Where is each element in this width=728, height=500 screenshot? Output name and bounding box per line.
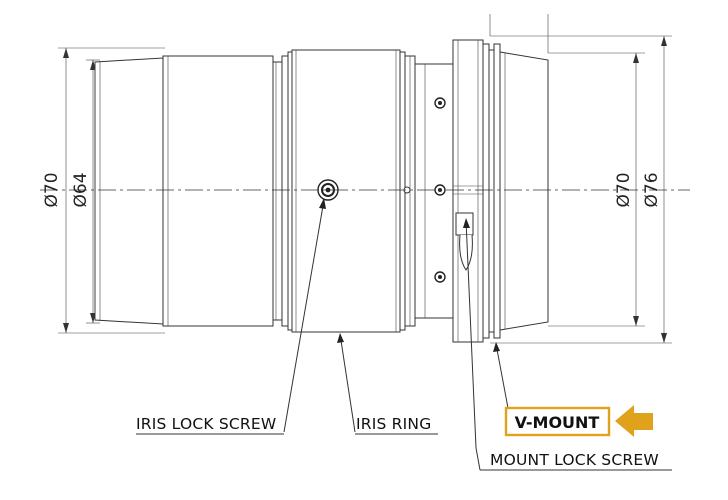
right-dimension-lines bbox=[489, 14, 672, 344]
leader-lines bbox=[283, 198, 672, 471]
label-iris-lock-screw: IRIS LOCK SCREW bbox=[136, 415, 276, 433]
label-v-mount: V-MOUNT bbox=[515, 413, 600, 432]
lens-body bbox=[94, 39, 549, 343]
dim-right-inner: Ø70 bbox=[614, 172, 634, 207]
label-mount-lock-screw: MOUNT LOCK SCREW bbox=[490, 451, 659, 469]
iris-lock-screw-detail bbox=[317, 179, 339, 201]
dim-left-outer: Ø70 bbox=[42, 172, 62, 207]
arrow-left-icon bbox=[615, 405, 653, 437]
label-iris-ring: IRIS RING bbox=[356, 415, 431, 433]
dim-right-outer: Ø76 bbox=[642, 172, 662, 207]
body-screws bbox=[403, 97, 446, 283]
dim-left-inner: Ø64 bbox=[71, 172, 91, 207]
v-mount-badge: V-MOUNT bbox=[504, 406, 611, 437]
